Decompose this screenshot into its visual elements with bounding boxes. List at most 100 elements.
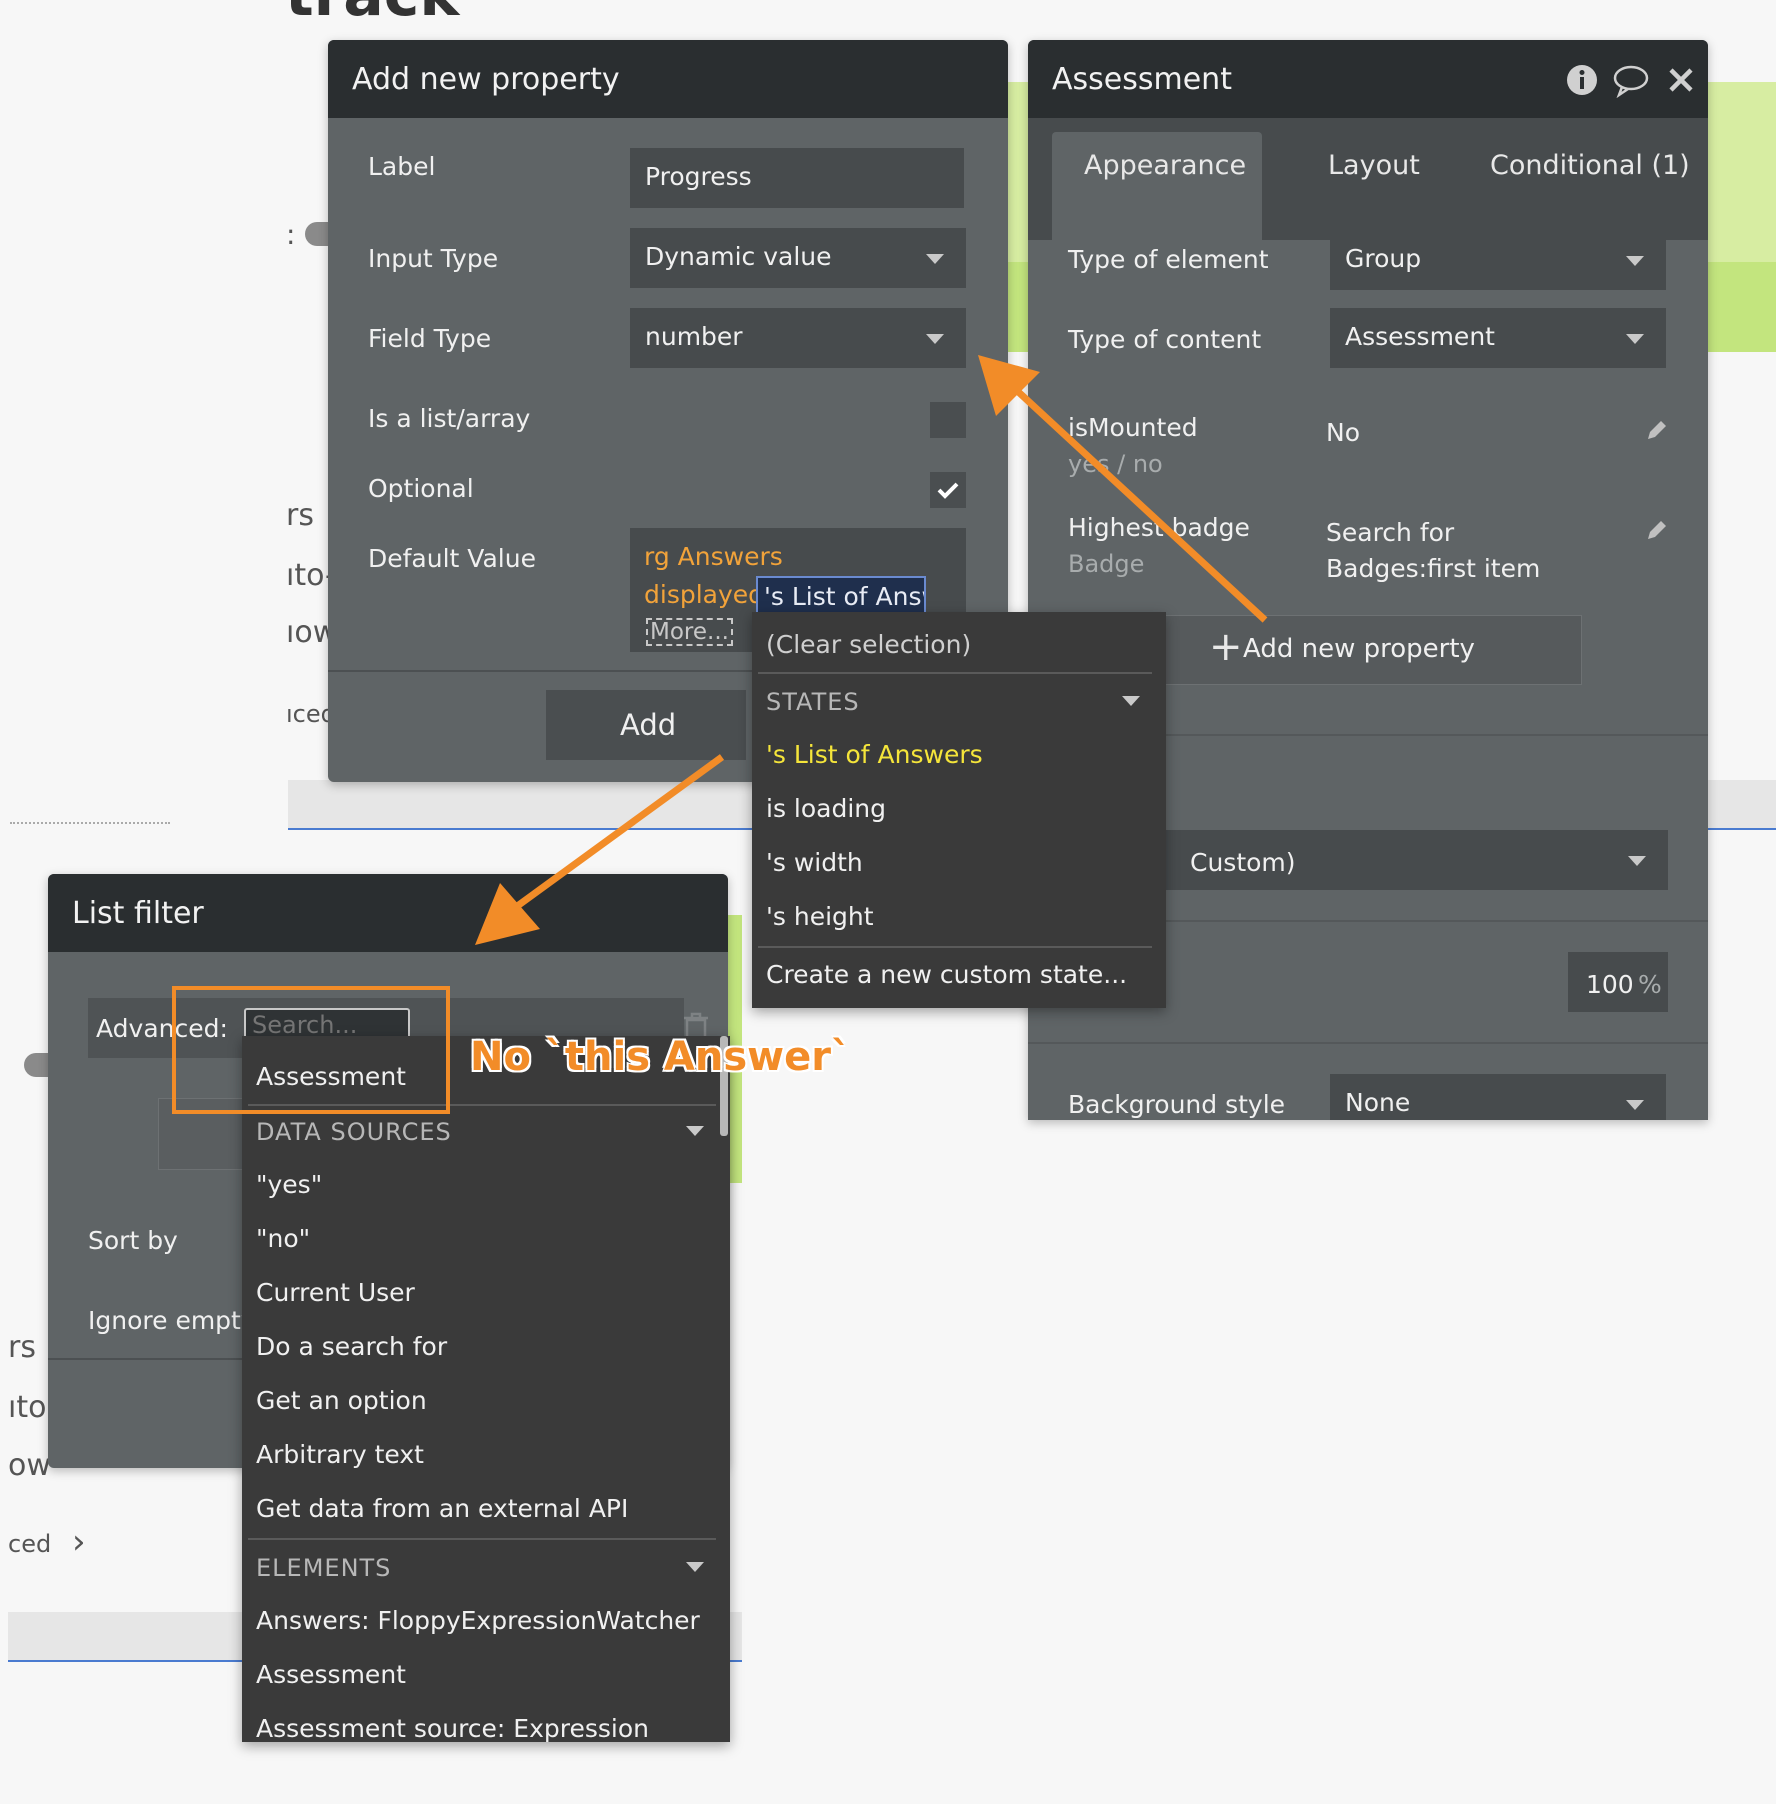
element-item[interactable]: Assessment source: Expression Watcher	[256, 1714, 650, 1742]
add-button-label: Add	[620, 708, 677, 742]
percent-input[interactable]: 100 %	[1568, 952, 1668, 1012]
panel-title: Add new property	[352, 62, 620, 97]
background-heading: track	[285, 0, 459, 30]
panel-title: Assessment	[1052, 62, 1232, 97]
type-of-content-select[interactable]: Assessment	[1330, 308, 1666, 368]
scrollbar-thumb[interactable]	[720, 1036, 728, 1136]
label-input-value: Progress	[645, 162, 752, 191]
create-custom-state-item[interactable]: Create a new custom state...	[766, 960, 1128, 989]
expression-token[interactable]: rg Answers	[644, 542, 783, 571]
input-type-select[interactable]: Dynamic value	[630, 228, 966, 288]
element-item[interactable]: Answers: FloppyExpressionWatcher	[256, 1606, 700, 1635]
highest-badge-type: Badge	[1068, 550, 1145, 578]
annotation-arrow-up	[978, 355, 1268, 623]
add-new-property-label: Add new property	[1243, 634, 1475, 664]
optional-checkbox[interactable]	[930, 472, 966, 508]
ignore-empty-label: Ignore empty	[88, 1306, 256, 1335]
source-item[interactable]: Get an option	[256, 1386, 427, 1415]
selected-expression-token[interactable]: 's List of Answ	[756, 576, 926, 614]
label-input[interactable]: Progress	[630, 148, 964, 208]
background-style-value: None	[1345, 1088, 1411, 1117]
background-style-label: Background style	[1068, 1090, 1286, 1119]
close-icon[interactable]	[1668, 67, 1694, 93]
advanced-label: Advanced:	[96, 1014, 228, 1043]
tab-layout[interactable]: Layout	[1328, 150, 1420, 181]
element-item[interactable]: Assessment	[256, 1660, 406, 1689]
plus-icon: +	[1209, 624, 1243, 670]
elements-section-header[interactable]: ELEMENTS	[256, 1554, 392, 1582]
type-of-element-label: Type of element	[1068, 245, 1269, 274]
percent-unit: %	[1638, 970, 1662, 999]
source-item[interactable]: Arbitrary text	[256, 1440, 424, 1469]
divider	[248, 1538, 716, 1540]
add-new-property-button[interactable]: + Add new property	[1158, 615, 1582, 685]
style-select[interactable]: Custom)	[1068, 830, 1668, 890]
tab-label: Appearance	[1084, 150, 1247, 181]
chevron-down-icon	[1626, 334, 1644, 344]
state-item-list-of-answers[interactable]: 's List of Answers	[766, 740, 983, 769]
pencil-icon[interactable]	[1645, 418, 1669, 442]
optional-label: Optional	[368, 474, 474, 503]
divider	[758, 672, 1152, 674]
background-style-select[interactable]: None	[1330, 1074, 1666, 1120]
states-section-header[interactable]: STATES	[766, 688, 860, 716]
tab-conditional[interactable]: Conditional (1)	[1490, 150, 1690, 181]
tab-appearance[interactable]: Appearance	[1052, 132, 1262, 240]
field-type-value: number	[645, 322, 743, 351]
chevron-down-icon[interactable]	[686, 1126, 704, 1136]
states-dropdown: (Clear selection) STATES 's List of Answ…	[752, 612, 1166, 1008]
state-item-is-loading[interactable]: is loading	[766, 794, 887, 823]
divider	[328, 670, 1008, 672]
state-item-height[interactable]: 's height	[766, 902, 874, 931]
pencil-icon[interactable]	[1645, 518, 1669, 542]
field-type-select[interactable]: number	[630, 308, 966, 368]
chevron-down-icon	[1626, 256, 1644, 266]
annotation-highlight-box	[172, 986, 450, 1114]
chevron-right-icon[interactable]: ›	[72, 1522, 86, 1562]
sort-by-label: Sort by	[88, 1226, 178, 1255]
clear-selection-item[interactable]: (Clear selection)	[766, 630, 972, 659]
chevron-down-icon[interactable]	[1122, 696, 1140, 706]
source-item[interactable]: Get data from an external API	[256, 1494, 629, 1523]
ismounted-value: No	[1326, 418, 1360, 447]
chevron-down-icon	[926, 334, 944, 344]
add-button[interactable]: Add	[546, 690, 746, 760]
panel-header: Add new property	[328, 40, 1008, 118]
source-item[interactable]: "no"	[256, 1224, 311, 1253]
chevron-down-icon	[1628, 856, 1646, 866]
style-value: Custom)	[1190, 848, 1296, 877]
type-of-element-select[interactable]: Group	[1330, 230, 1666, 290]
data-sources-dropdown: Assessment DATA SOURCES "yes" "no" Curre…	[242, 1036, 730, 1742]
assessment-panel: Assessment Appearance Layout Conditional…	[1028, 40, 1708, 1120]
selected-expression-text: 's List of Answ	[764, 582, 926, 611]
expression-token[interactable]: displayed	[644, 580, 765, 609]
type-of-content-value: Assessment	[1345, 322, 1495, 351]
more-link[interactable]: More...	[646, 618, 733, 646]
panel-header: Assessment	[1028, 40, 1708, 118]
background-frag: ıto-	[286, 558, 336, 593]
is-list-checkbox[interactable]	[930, 402, 966, 438]
chevron-down-icon	[926, 254, 944, 264]
chevron-down-icon[interactable]	[686, 1562, 704, 1572]
data-sources-section-header[interactable]: DATA SOURCES	[256, 1118, 452, 1146]
percent-value: 100	[1586, 970, 1634, 999]
panel-title: List filter	[72, 896, 204, 931]
annotation-arrow-down	[475, 754, 725, 945]
source-item-assessment[interactable]: Assessment	[256, 1062, 406, 1091]
state-item-width[interactable]: 's width	[766, 848, 863, 877]
type-of-element-value: Group	[1345, 244, 1422, 273]
type-of-content-label: Type of content	[1068, 325, 1262, 354]
background-frag: :	[286, 218, 296, 251]
divider	[758, 946, 1152, 948]
background-frag: ced	[8, 1530, 52, 1558]
background-frag: ıced	[286, 700, 336, 728]
background-frag: rs	[286, 498, 314, 533]
source-item[interactable]: "yes"	[256, 1170, 323, 1199]
field-type-label: Field Type	[368, 324, 492, 353]
info-icon[interactable]	[1566, 64, 1598, 96]
source-item[interactable]: Current User	[256, 1278, 415, 1307]
comment-icon[interactable]	[1612, 64, 1650, 98]
label-label: Label	[368, 152, 436, 181]
source-item[interactable]: Do a search for	[256, 1332, 448, 1361]
ismounted-label: isMounted	[1068, 413, 1198, 442]
